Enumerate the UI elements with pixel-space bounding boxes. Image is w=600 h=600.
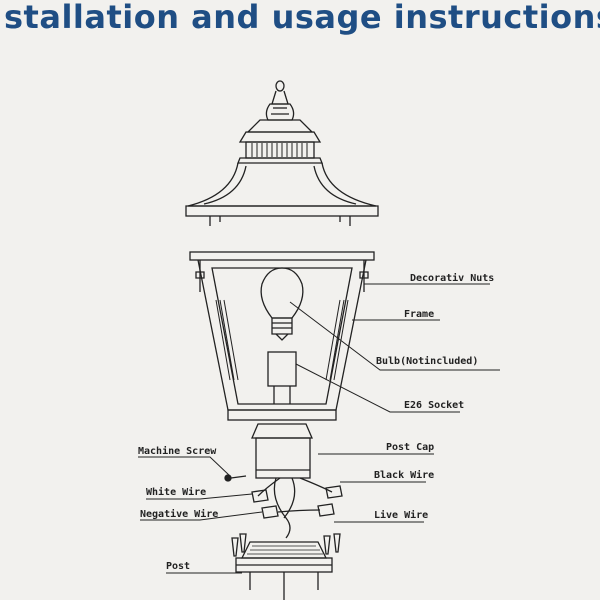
label-post-cap: Post Cap [386,442,434,453]
label-bulb: Bulb(Notincluded) [376,355,478,367]
label-frame: Frame [404,309,434,320]
label-negative-wire: Negative Wire [140,508,218,520]
wires [251,477,343,539]
lamp-roof [185,80,379,226]
post [235,541,333,600]
label-white-wire: White Wire [146,486,206,498]
label-black-wire: Black Wire [374,469,434,481]
lamp-frame [189,251,375,421]
label-socket: E26 Socket [404,400,464,411]
leader-lines [138,283,500,574]
page-title: stallation and usage instructions [4,0,600,36]
label-post: Post [166,561,190,572]
e26-socket [267,351,297,404]
label-machine-screw: Machine Screw [138,445,217,457]
label-live-wire: Live Wire [374,509,428,521]
post-cap [251,423,313,479]
post-screws [231,533,341,557]
label-decorative-nuts: Decorativ Nuts [410,272,494,284]
bulb [260,267,304,341]
machine-screw [224,474,247,482]
